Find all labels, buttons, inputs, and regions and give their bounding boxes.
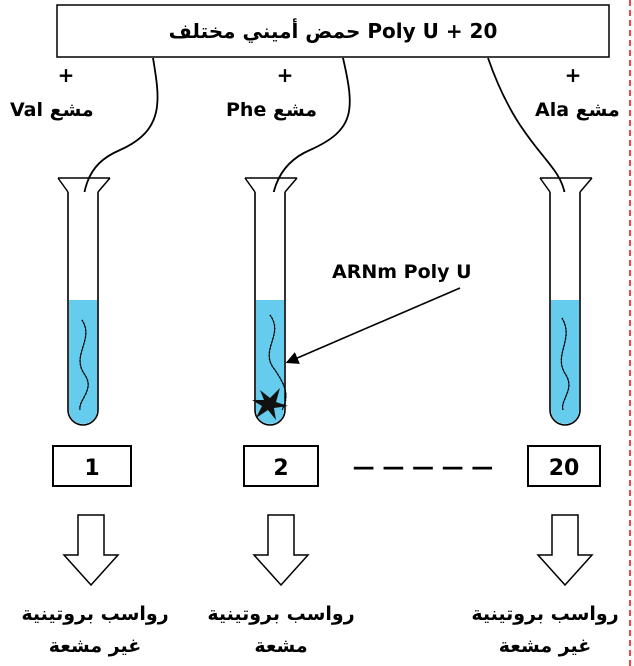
result-20-line2: غير مشعة <box>499 635 592 657</box>
test-tube-2 <box>244 177 298 426</box>
liquid-tube-20 <box>551 300 579 424</box>
test-tube-20 <box>539 177 593 426</box>
plus-sign-phe: + <box>277 63 294 87</box>
result-1-line2: غير مشعة <box>49 635 142 657</box>
result-1-line1: رواسب بروتينية <box>21 603 168 625</box>
plus-sign-ala: + <box>565 63 582 87</box>
amino-acid-label-ala: مشع Ala <box>535 99 620 121</box>
tube-number-1: 1 <box>84 456 99 481</box>
continuation-dashes: — — — — — <box>353 455 494 480</box>
tube-number-box-2 <box>243 445 319 487</box>
amino-acid-label-val: مشع Val <box>10 99 94 121</box>
header-text: Poly U + 20 حمض أميني مختلف <box>169 17 498 44</box>
amino-acid-label-phe: مشع Phe <box>226 99 317 121</box>
down-arrow-20 <box>536 514 594 587</box>
header-box <box>56 4 610 58</box>
test-tube-1 <box>57 177 111 426</box>
down-arrow-1 <box>62 514 120 587</box>
plus-sign-val: + <box>58 63 75 87</box>
result-20-line1: رواسب بروتينية <box>471 603 618 625</box>
down-arrow-2 <box>252 514 310 587</box>
liquid-tube-1 <box>69 300 97 424</box>
tube-number-2: 2 <box>273 456 288 481</box>
arrow-ala-to-tube <box>487 57 573 233</box>
tube-number-box-1 <box>52 445 132 487</box>
result-2-line1: رواسب بروتينية <box>207 603 354 625</box>
mrna-label: ARNm Poly U <box>332 261 472 283</box>
tube-number-box-20 <box>527 445 601 487</box>
result-2-line2: مشعة <box>254 635 307 657</box>
tube-number-20: 20 <box>549 456 580 481</box>
radioactive-protein-star <box>252 388 288 420</box>
mrna-pointer-arrow <box>285 287 461 364</box>
